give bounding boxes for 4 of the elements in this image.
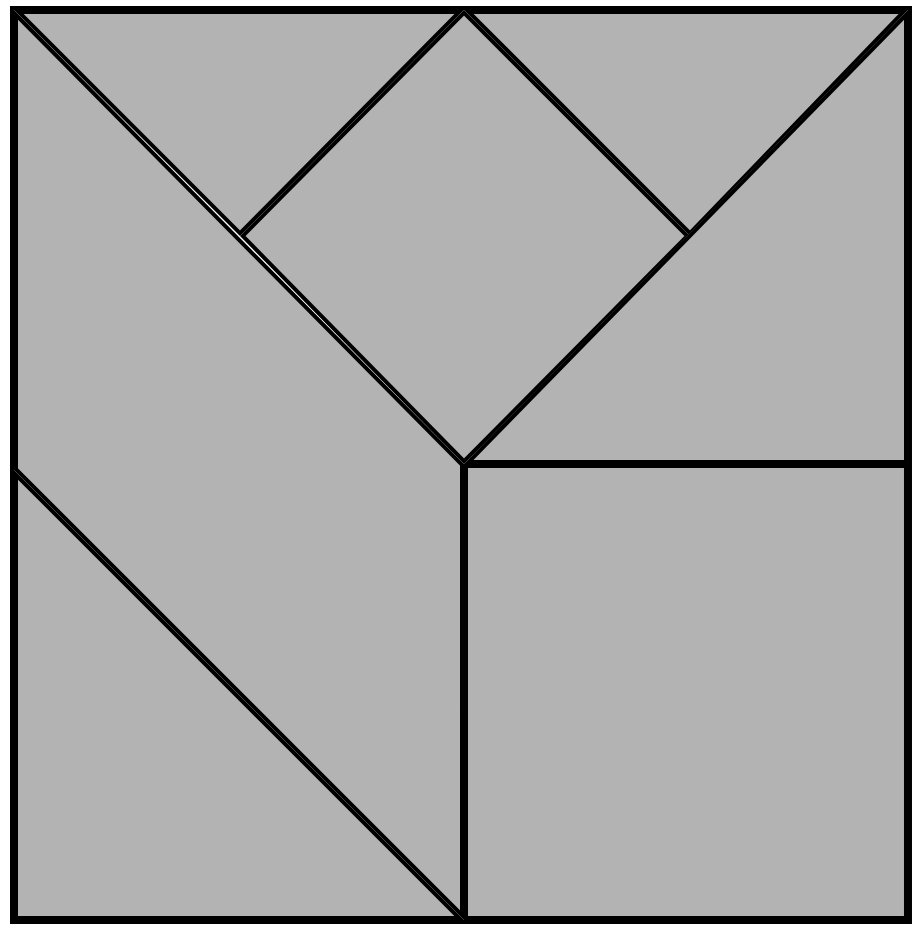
triangle-piece	[14, 10, 464, 236]
triangle-piece	[464, 10, 908, 236]
square-piece	[464, 464, 908, 920]
triangle-piece	[464, 10, 908, 464]
